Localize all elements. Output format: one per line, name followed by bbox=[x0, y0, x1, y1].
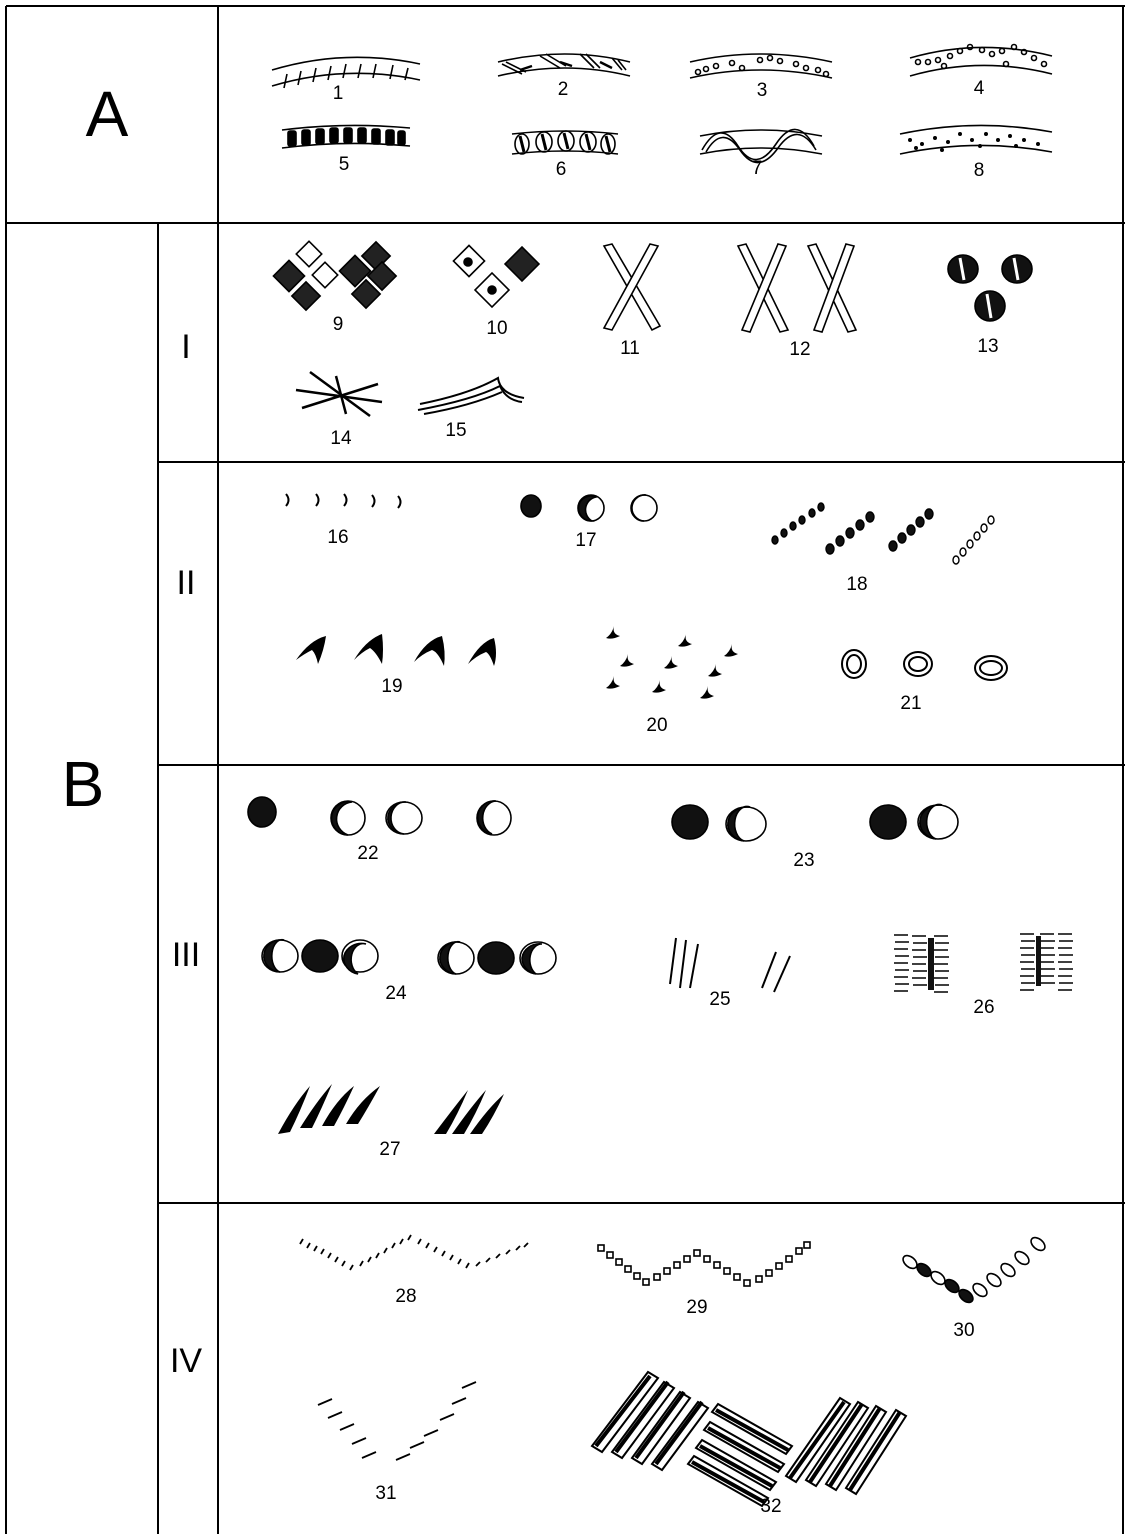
motif-13 bbox=[947, 254, 1033, 322]
motif-number-21: 21 bbox=[900, 693, 922, 714]
motif-16 bbox=[285, 493, 402, 509]
motif-20 bbox=[606, 626, 738, 699]
motif-27 bbox=[278, 1084, 504, 1134]
motif-number-19: 19 bbox=[381, 676, 403, 697]
motif-18 bbox=[771, 502, 995, 565]
motif-number-11: 11 bbox=[620, 338, 640, 359]
motif-29 bbox=[597, 1241, 811, 1287]
motif-number-15: 15 bbox=[445, 420, 467, 441]
motif-number-20: 20 bbox=[646, 715, 668, 736]
motif-number-31: 31 bbox=[375, 1483, 397, 1504]
motif-number-4: 4 bbox=[973, 78, 985, 99]
motif-24 bbox=[261, 938, 557, 975]
section-label-b: B bbox=[61, 748, 105, 820]
subsection-label-iii: III bbox=[171, 936, 201, 974]
motif-number-6: 6 bbox=[555, 159, 567, 180]
motif-14 bbox=[295, 370, 383, 418]
motif-number-22: 22 bbox=[357, 843, 379, 864]
motif-15 bbox=[417, 376, 525, 415]
motif-1 bbox=[271, 56, 421, 89]
subsection-label-i: I bbox=[181, 328, 191, 366]
motif-4 bbox=[909, 43, 1053, 77]
motif-17 bbox=[520, 494, 658, 522]
motif-10 bbox=[452, 244, 541, 309]
motif-28 bbox=[299, 1234, 529, 1271]
section-label-a: A bbox=[85, 78, 129, 150]
motif-25 bbox=[669, 937, 791, 993]
motif-22 bbox=[247, 796, 512, 836]
motif-32 bbox=[590, 1370, 908, 1508]
motif-number-14: 14 bbox=[330, 428, 352, 449]
motif-2 bbox=[497, 53, 631, 77]
motif-number-7: 7 bbox=[751, 158, 763, 179]
motif-number-8: 8 bbox=[973, 160, 985, 181]
motif-number-23: 23 bbox=[793, 850, 815, 871]
motif-number-9: 9 bbox=[332, 314, 344, 335]
motif-number-16: 16 bbox=[327, 527, 349, 548]
motif-number-1: 1 bbox=[332, 83, 344, 104]
motif-number-2: 2 bbox=[557, 79, 569, 100]
motif-26 bbox=[894, 933, 1073, 993]
motif-9 bbox=[272, 240, 398, 312]
motif-number-24: 24 bbox=[385, 983, 407, 1004]
motif-31 bbox=[317, 1381, 477, 1461]
motif-6 bbox=[511, 130, 619, 155]
motif-number-5: 5 bbox=[338, 154, 350, 175]
motif-30 bbox=[902, 1236, 1046, 1304]
motif-number-3: 3 bbox=[756, 80, 768, 101]
motif-number-32: 32 bbox=[760, 1496, 782, 1517]
motif-7 bbox=[699, 128, 823, 164]
motif-number-17: 17 bbox=[575, 530, 597, 551]
motif-12 bbox=[736, 243, 858, 333]
subsection-label-iv: IV bbox=[169, 1342, 203, 1380]
subsection-label-ii: II bbox=[176, 564, 196, 602]
motif-number-26: 26 bbox=[973, 997, 995, 1018]
motif-number-18: 18 bbox=[846, 574, 868, 595]
motif-8 bbox=[899, 124, 1053, 155]
motif-number-13: 13 bbox=[977, 336, 999, 357]
motif-5 bbox=[281, 124, 411, 149]
motif-11 bbox=[602, 243, 662, 332]
motif-number-30: 30 bbox=[953, 1320, 975, 1341]
motif-number-25: 25 bbox=[709, 989, 731, 1010]
motif-19 bbox=[296, 634, 496, 666]
motif-number-28: 28 bbox=[395, 1286, 417, 1307]
motif-number-10: 10 bbox=[486, 318, 508, 339]
motif-21 bbox=[841, 649, 1008, 681]
motif-number-12: 12 bbox=[789, 339, 811, 360]
motif-23 bbox=[671, 803, 959, 842]
motif-number-29: 29 bbox=[686, 1297, 708, 1318]
motif-3 bbox=[689, 53, 833, 79]
motif-number-27: 27 bbox=[379, 1139, 401, 1160]
